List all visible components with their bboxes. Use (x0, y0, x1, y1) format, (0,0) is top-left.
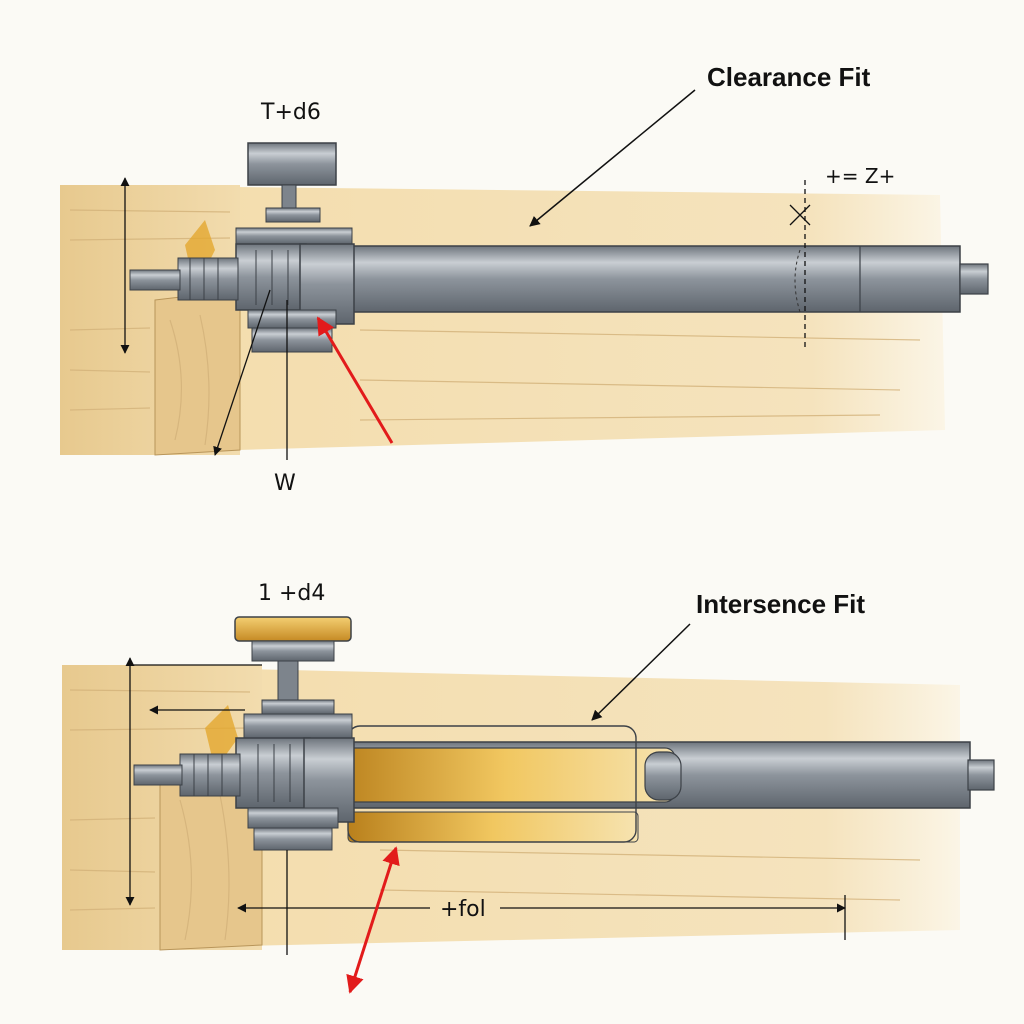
bolt-assembly-bottom (133, 616, 355, 851)
base-label: W (274, 471, 296, 496)
clearance-fit-title: Clearance Fit (707, 62, 871, 92)
dimension-lines (120, 177, 811, 460)
shaft (299, 245, 989, 313)
bolt-label-top: T+d6 (260, 100, 321, 125)
interference-fit-title: Intersence Fit (696, 589, 865, 619)
red-arrow (316, 316, 394, 444)
interference-fit-panel: Intersence Fit 1 +d4 +fol (62, 581, 995, 994)
dimension-lines-bottom (125, 657, 846, 955)
red-arrow-bottom (346, 846, 400, 994)
length-label: +fol (440, 897, 486, 922)
bolt-label-bottom: 1 +d4 (258, 581, 325, 606)
clearance-fit-panel: Clearance Fit T+d6 += Z+ W (60, 62, 989, 496)
wood-block (60, 185, 945, 456)
clearance-leader (529, 89, 696, 227)
shaft-bottom (299, 725, 995, 843)
dimension-label-top: += Z+ (825, 164, 895, 188)
interference-leader (591, 623, 691, 721)
